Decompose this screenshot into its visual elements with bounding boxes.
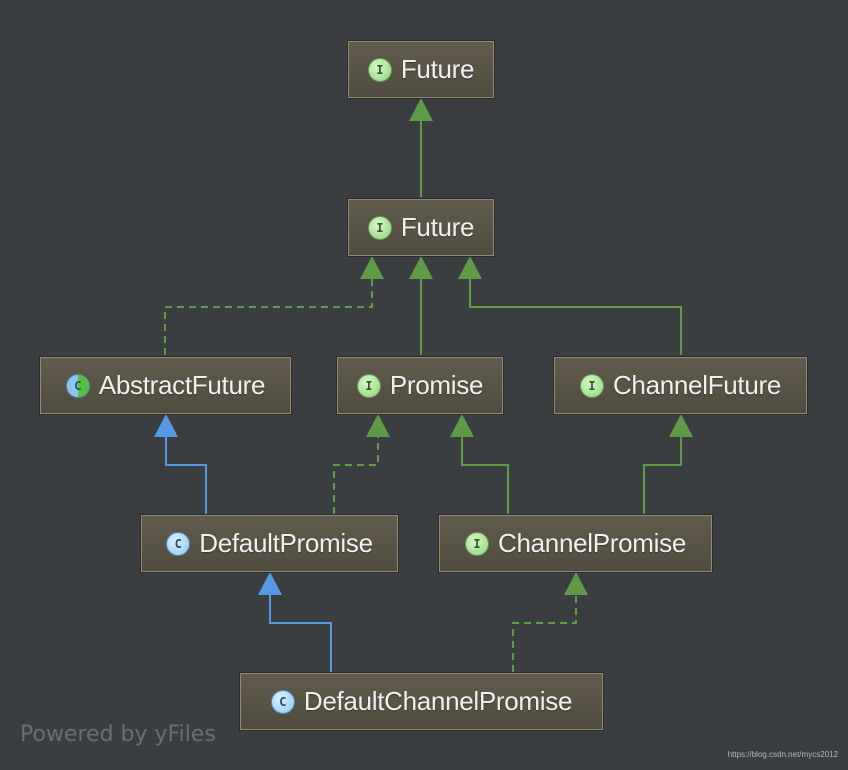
arrowhead-channel-promise <box>564 572 588 595</box>
node-label: DefaultChannelPromise <box>303 686 573 716</box>
edge-channel-promise-to-channel-future <box>643 435 682 514</box>
powered-by-label: Powered by yFiles <box>20 722 216 747</box>
source-url-label: https://blog.csdn.net/mycs2012 <box>727 750 838 759</box>
arrowhead-promise-right <box>450 414 474 437</box>
interface-icon: I <box>367 215 392 240</box>
edge-default-promise-to-promise <box>333 435 379 514</box>
arrowhead-channel-future <box>669 414 693 437</box>
node-label: Future <box>400 54 475 84</box>
node-label: DefaultPromise <box>199 528 373 558</box>
node-channel-future[interactable]: I ChannelFuture <box>554 357 807 414</box>
edge-channel-future-to-future-mid <box>469 277 682 355</box>
node-label: ChannelPromise <box>497 528 686 558</box>
node-promise[interactable]: I Promise <box>337 357 503 414</box>
abstract-class-icon: C <box>65 373 90 398</box>
node-abstract-future[interactable]: C AbstractFuture <box>40 357 291 414</box>
arrowhead-abstract-future <box>154 414 178 437</box>
arrowhead-promise-left <box>366 414 390 437</box>
node-future-mid[interactable]: I Future <box>348 199 494 256</box>
node-future-top[interactable]: I Future <box>348 41 494 98</box>
node-label: Promise <box>389 370 484 400</box>
interface-icon: I <box>367 57 392 82</box>
node-channel-promise[interactable]: I ChannelPromise <box>439 515 712 572</box>
arrowhead-future-top <box>409 98 433 121</box>
interface-icon: I <box>356 373 381 398</box>
node-label: Future <box>400 212 475 242</box>
edge-channel-promise-to-promise <box>461 435 509 514</box>
interface-icon: I <box>579 373 604 398</box>
interface-icon: I <box>464 531 489 556</box>
class-icon: C <box>166 531 191 556</box>
edge-default-promise-to-abstract-future <box>165 435 207 514</box>
edge-abstract-future-to-future-mid <box>164 277 373 355</box>
arrowhead-future-mid-right <box>458 256 482 279</box>
arrowhead-future-mid-center <box>409 256 433 279</box>
node-default-channel-promise[interactable]: C DefaultChannelPromise <box>240 673 603 730</box>
edge-default-channel-promise-to-default-promise <box>269 593 332 672</box>
arrowhead-future-mid-left <box>360 256 384 279</box>
node-default-promise[interactable]: C DefaultPromise <box>141 515 398 572</box>
node-label: AbstractFuture <box>98 370 266 400</box>
arrowhead-default-promise <box>258 572 282 595</box>
edge-default-channel-promise-to-channel-promise <box>512 593 577 672</box>
node-label: ChannelFuture <box>612 370 782 400</box>
class-icon: C <box>270 689 295 714</box>
